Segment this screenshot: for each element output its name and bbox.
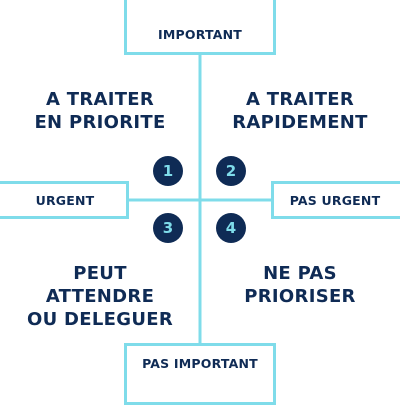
quadrant-2-line-1: A TRAITER — [245, 89, 355, 110]
quadrant-2-line-2: RAPIDEMENT — [232, 112, 368, 133]
quadrant-4-text: NE PAS PRIORISER — [220, 262, 380, 308]
quadrant-3-line-3: OU DELEGUER — [26, 309, 174, 330]
quadrant-1-line-2: EN PRIORITE — [34, 112, 166, 133]
quadrant-3-text: PEUT ATTENDRE OU DELEGUER — [18, 262, 182, 331]
quadrant-1-line-1: A TRAITER — [45, 89, 155, 110]
quadrant-4-number-badge: 4 — [216, 213, 246, 243]
quadrant-1-number-badge: 1 — [153, 156, 183, 186]
quadrant-4-line-2: PRIORISER — [244, 286, 356, 307]
quadrant-3-number-badge: 3 — [153, 213, 183, 243]
quadrant-4-line-1: NE PAS — [263, 263, 337, 284]
quadrant-3-line-2: ATTENDRE — [45, 286, 155, 307]
quadrant-1-text: A TRAITER EN PRIORITE — [20, 88, 180, 134]
axis-label-pas-important: PAS IMPORTANT — [124, 343, 276, 405]
quadrant-3-line-1: PEUT — [73, 263, 127, 284]
axis-label-pas-urgent: PAS URGENT — [271, 181, 400, 219]
axis-label-important: IMPORTANT — [124, 0, 276, 55]
quadrant-2-text: A TRAITER RAPIDEMENT — [220, 88, 380, 134]
quadrant-2-number-badge: 2 — [216, 156, 246, 186]
axis-label-urgent: URGENT — [0, 181, 129, 219]
